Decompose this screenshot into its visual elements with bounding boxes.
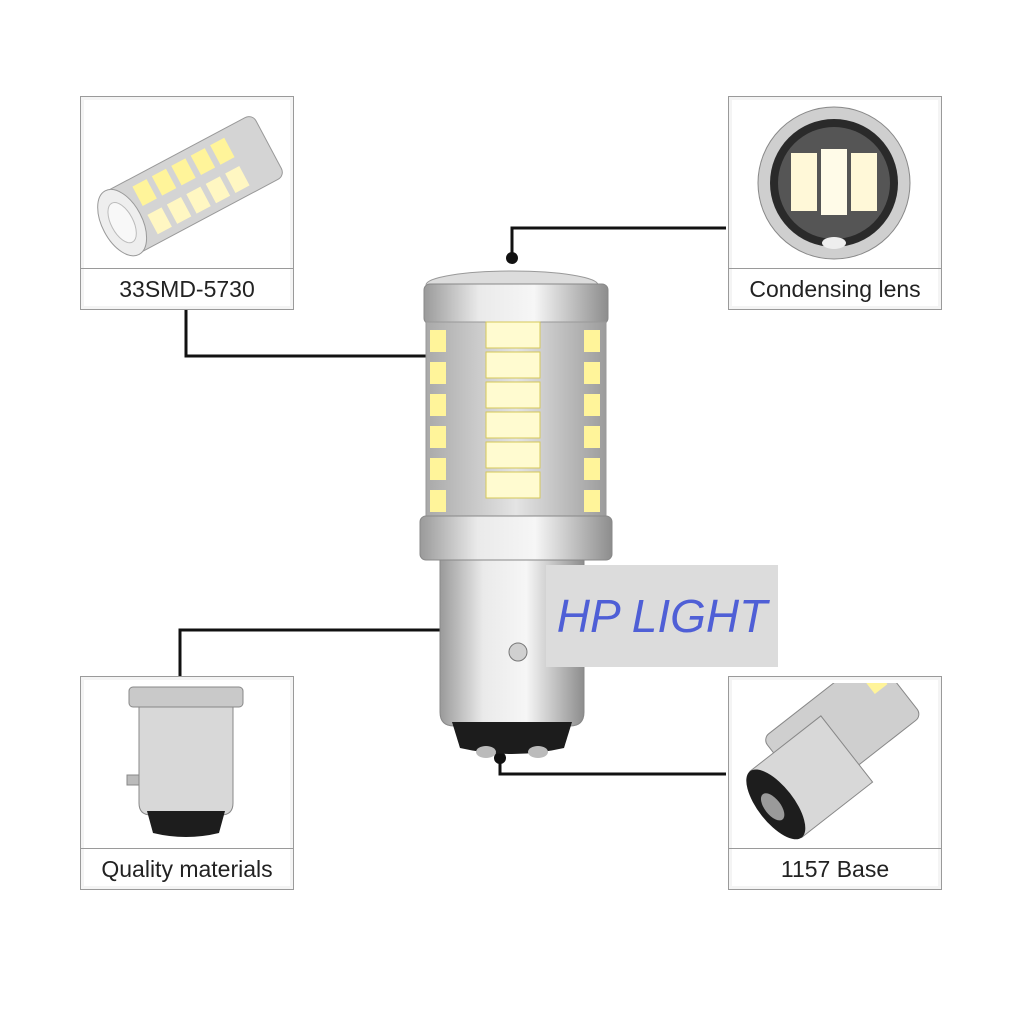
contact-dot-2	[528, 746, 548, 758]
callout-base: 1157 Base	[728, 655, 942, 890]
callout-smd: 33SMD-5730	[80, 96, 294, 310]
callout-smd-label: 33SMD-5730	[81, 268, 293, 309]
side-leds-left	[430, 330, 446, 512]
bottom-collar	[419, 515, 613, 561]
callout-materials: Quality materials	[80, 676, 294, 890]
top-cap	[423, 283, 609, 325]
leader-materials	[178, 628, 478, 676]
materials-closeup-image	[87, 683, 287, 845]
lens-closeup-image	[735, 103, 935, 265]
watermark: HP LIGHT	[546, 565, 778, 667]
leader-lens-dot	[506, 252, 518, 264]
callout-base-label: 1157 Base	[729, 848, 941, 889]
leader-lens	[510, 226, 726, 258]
base-pin	[508, 642, 528, 662]
side-leds-right	[584, 330, 600, 512]
watermark-text: HP LIGHT	[556, 590, 768, 642]
callout-materials-label: Quality materials	[81, 848, 293, 889]
smd-closeup-image	[87, 103, 287, 265]
callout-lens: Condensing lens	[728, 96, 942, 310]
callout-lens-label: Condensing lens	[729, 268, 941, 309]
contact-dot-1	[476, 746, 496, 758]
leader-base-dot	[494, 752, 506, 764]
base-closeup-image	[735, 655, 935, 845]
front-leds	[485, 321, 541, 499]
leader-smd	[184, 310, 508, 358]
bottom-contact	[452, 722, 572, 754]
